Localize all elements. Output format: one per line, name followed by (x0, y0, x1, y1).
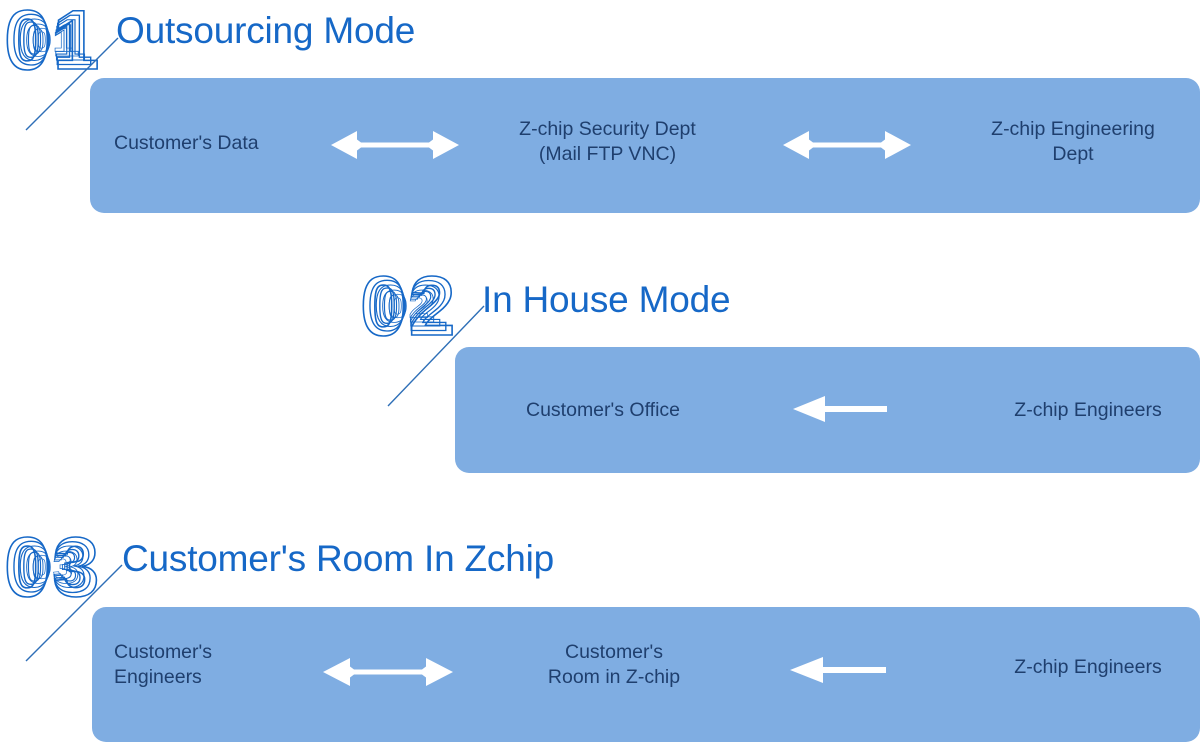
section-title-01: Outsourcing Mode (116, 10, 416, 51)
numeral-01-layer-3: 01 (17, 7, 88, 73)
section-title-02: In House Mode (482, 279, 731, 320)
numeral-02-layer-3: 02 (373, 273, 444, 339)
numeral-02-layer-2: 02 (366, 266, 451, 346)
band-03-cell-3: Z-chip Engineers (1014, 656, 1162, 678)
arrow-03-a (323, 655, 453, 689)
numeral-01-layer-1: 01 (3, 0, 102, 87)
numeral-02-layer-4: 02 (380, 280, 437, 332)
leader-line-03 (25, 564, 123, 662)
band-03-cell-2: Customer's Room in Z-chip (547, 641, 681, 688)
leader-line-01 (25, 37, 119, 131)
numeral-01-layer-5: 01 (31, 21, 74, 59)
band-01 (90, 78, 1200, 213)
numeral-02-layer-5: 02 (387, 287, 430, 325)
numeral-03-layer-2: 03 (10, 527, 95, 607)
section-numeral-03: 03 03 03 03 03 (3, 520, 119, 615)
band-03-cell-1: Customer's Engineers (114, 641, 212, 688)
leader-line-02 (387, 305, 485, 407)
numeral-02-layer-1: 02 (359, 259, 458, 353)
arrow-03-b (790, 656, 886, 684)
band-01-cell-1: Customer's Data (114, 132, 259, 154)
band-02-cell-2: Z-chip Engineers (1014, 399, 1162, 421)
numeral-03-layer-4: 03 (24, 541, 81, 593)
numeral-03-layer-3: 03 (17, 534, 88, 600)
band-01-cell-2: Z-chip Security Dept (Mail FTP VNC) (519, 118, 696, 165)
numeral-01-layer-4: 01 (24, 14, 81, 66)
band-02-cell-1: Customer's Office (526, 399, 680, 421)
numeral-01-layer-2: 01 (10, 0, 95, 80)
arrow-01-b (783, 128, 911, 162)
arrow-01-a (331, 128, 459, 162)
band-03 (92, 607, 1200, 742)
numeral-03-layer-5: 03 (31, 548, 74, 586)
numeral-03-layer-1: 03 (3, 520, 102, 614)
arrow-02-a (793, 395, 887, 423)
section-numeral-01: 01 01 01 01 01 (3, 0, 114, 88)
section-title-03: Customer's Room In Zchip (122, 538, 555, 579)
section-numeral-02: 02 02 02 02 02 (359, 259, 475, 354)
band-01-cell-3: Z-chip Engineering Dept (991, 118, 1155, 165)
